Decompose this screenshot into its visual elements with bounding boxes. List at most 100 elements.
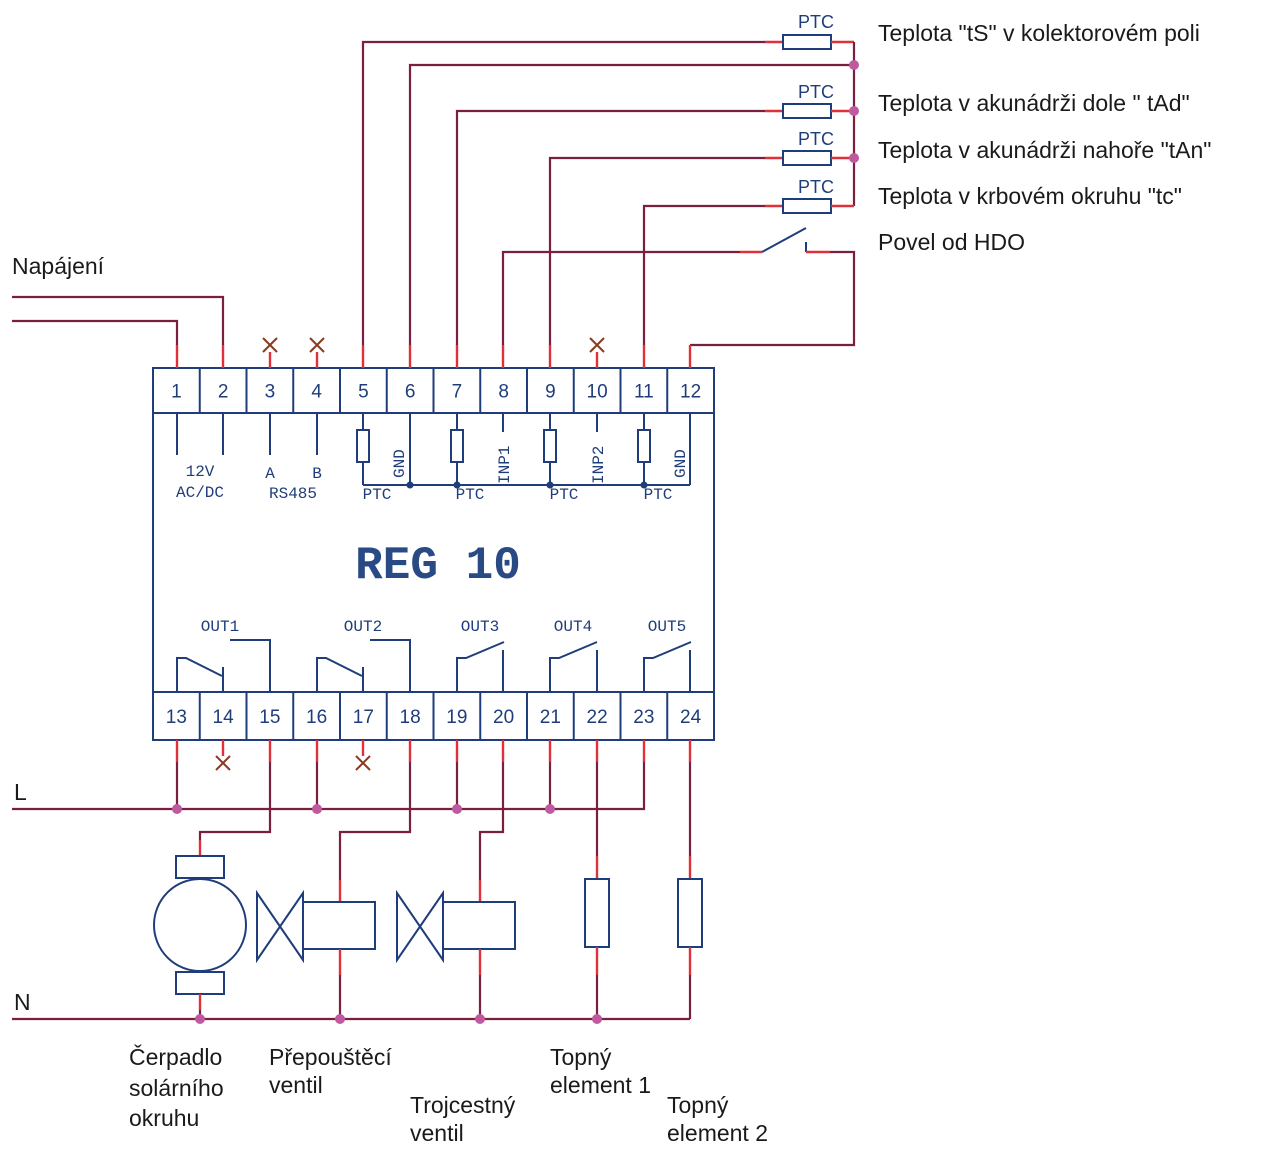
- heater2-label-line2: element 2: [667, 1120, 768, 1146]
- sensor-tc-ptc: [782, 198, 832, 214]
- heater2-symbol: [677, 878, 703, 948]
- terminal-label: 16: [306, 707, 327, 728]
- terminal-label: 23: [633, 707, 654, 728]
- threeway-label-line2: ventil: [410, 1120, 464, 1146]
- terminal-23: 23: [619, 692, 654, 740]
- terminal-label: 8: [498, 382, 509, 403]
- terminal-7: 7: [432, 368, 463, 413]
- unused-terminal-17-mark: [355, 755, 371, 771]
- l-line: [12, 762, 646, 811]
- out1-label: OUT1: [201, 618, 239, 636]
- ptc-label-5: PTC: [363, 486, 392, 504]
- terminal-label: 18: [400, 707, 421, 728]
- sensor-tan-label: Teplota v akunádrži nahoře "tAn": [878, 137, 1211, 163]
- terminal-8: 8: [479, 368, 509, 413]
- terminal-label: 20: [493, 707, 514, 728]
- heater1-label-line2: element 1: [550, 1072, 651, 1098]
- heater2-label-line1: Topný: [667, 1092, 729, 1118]
- ptc-label-7: PTC: [456, 486, 485, 504]
- terminal-19: 19: [432, 692, 467, 740]
- internal-ptc-5: [356, 429, 370, 463]
- terminal-label: 7: [452, 382, 463, 403]
- unused-terminal-14-mark: [215, 755, 231, 771]
- terminal-22: 22: [572, 692, 608, 740]
- terminal-label: 1: [171, 382, 182, 403]
- sensor-tc-ptc-label: PTC: [798, 177, 834, 197]
- terminal-label: 14: [213, 707, 235, 728]
- inp1-label: INP1: [496, 446, 514, 484]
- unused-terminal-4-mark: [309, 337, 325, 353]
- terminal-label: 6: [405, 382, 416, 403]
- rs485-a-label: A: [265, 465, 275, 483]
- bypass-label-line2: ventil: [269, 1072, 323, 1098]
- sensor-tad-label: Teplota v akunádrži dole " tAd": [878, 90, 1190, 116]
- out4-label: OUT4: [554, 618, 592, 636]
- terminal-16: 16: [292, 692, 327, 740]
- l-line-label: L: [14, 779, 27, 805]
- power-supply-label: Napájení: [12, 253, 105, 279]
- terminal-18: 18: [385, 692, 421, 740]
- sensor-ts-ptc-label: PTC: [798, 12, 834, 32]
- terminal-9: 9: [526, 368, 556, 413]
- hdo-label: Povel od HDO: [878, 229, 1025, 255]
- terminal-6: 6: [385, 368, 416, 413]
- terminal-label: 10: [587, 382, 608, 403]
- sensor-wiring: Napájení PTC PTC PTC PTC: [12, 12, 859, 368]
- out2-label: OUT2: [344, 618, 382, 636]
- out5-label: OUT5: [648, 618, 686, 636]
- internal-ptc-11: [637, 429, 651, 463]
- terminal-label: 4: [311, 382, 322, 403]
- out3-label: OUT3: [461, 618, 499, 636]
- terminal-15: 15: [245, 692, 280, 740]
- terminal-label: 11: [634, 382, 654, 403]
- pump-label-line3: okruhu: [129, 1105, 199, 1131]
- terminal-4: 4: [292, 368, 322, 413]
- input-internals: 12V AC/DC A B RS485 GND GND INP1 INP2: [176, 413, 691, 504]
- load-wiring: L N: [12, 740, 703, 1024]
- terminal-17: 17: [339, 692, 374, 740]
- hdo-switch: [761, 227, 807, 253]
- heater1-symbol: [584, 878, 610, 948]
- load-labels: Čerpadlo solárního okruhu Přepouštěcí ve…: [129, 1043, 768, 1146]
- sensor-tad-ptc-label: PTC: [798, 82, 834, 102]
- terminal-label: 13: [166, 707, 187, 728]
- threeway-label-line1: Trojcestný: [410, 1092, 516, 1118]
- terminal-label: 15: [259, 707, 280, 728]
- pump-label-line2: solárního: [129, 1075, 224, 1101]
- terminal-label: 21: [540, 707, 561, 728]
- bypass-label-line1: Přepouštěcí: [269, 1044, 392, 1070]
- terminal-label: 17: [353, 707, 374, 728]
- terminal-label: 24: [680, 707, 702, 728]
- terminal-label: 2: [218, 382, 229, 403]
- bottom-terminal-strip: 13 14 15 16 17 18 19 20 21 22 23 24: [166, 692, 702, 740]
- terminal-14: 14: [198, 692, 235, 740]
- terminal-label: 3: [265, 382, 276, 403]
- gnd-label-6: GND: [391, 449, 409, 478]
- device-title: REG 10: [355, 540, 521, 592]
- pump-motor-symbol: [153, 855, 247, 995]
- terminal-label: 22: [587, 707, 608, 728]
- terminal-label: 12: [680, 382, 701, 403]
- terminal-label: 5: [358, 382, 369, 403]
- terminal-1: 1: [171, 382, 182, 403]
- rs485-label: RS485: [269, 485, 317, 503]
- bypass-valve-symbol: [256, 889, 376, 964]
- ptc-label-11: PTC: [644, 486, 673, 504]
- sensor-tc-label: Teplota v krbovém okruhu "tc": [878, 183, 1182, 209]
- terminal-21: 21: [526, 692, 561, 740]
- terminal-3: 3: [245, 368, 276, 413]
- n-line-label: N: [14, 989, 31, 1015]
- unused-terminal-3-mark: [262, 337, 278, 353]
- threeway-valve-symbol: [396, 889, 516, 964]
- heater1-label-line1: Topný: [550, 1044, 612, 1070]
- rs485-b-label: B: [312, 465, 322, 483]
- ptc-label-9: PTC: [550, 486, 579, 504]
- power-label-acdc: AC/DC: [176, 484, 224, 502]
- sensor-ts-label: Teplota "tS" v kolektorovém poli: [878, 20, 1200, 46]
- terminal-11: 11: [619, 368, 654, 413]
- gnd-label-12: GND: [672, 449, 690, 478]
- terminal-12: 12: [666, 368, 701, 413]
- sensor-tan-ptc-label: PTC: [798, 129, 834, 149]
